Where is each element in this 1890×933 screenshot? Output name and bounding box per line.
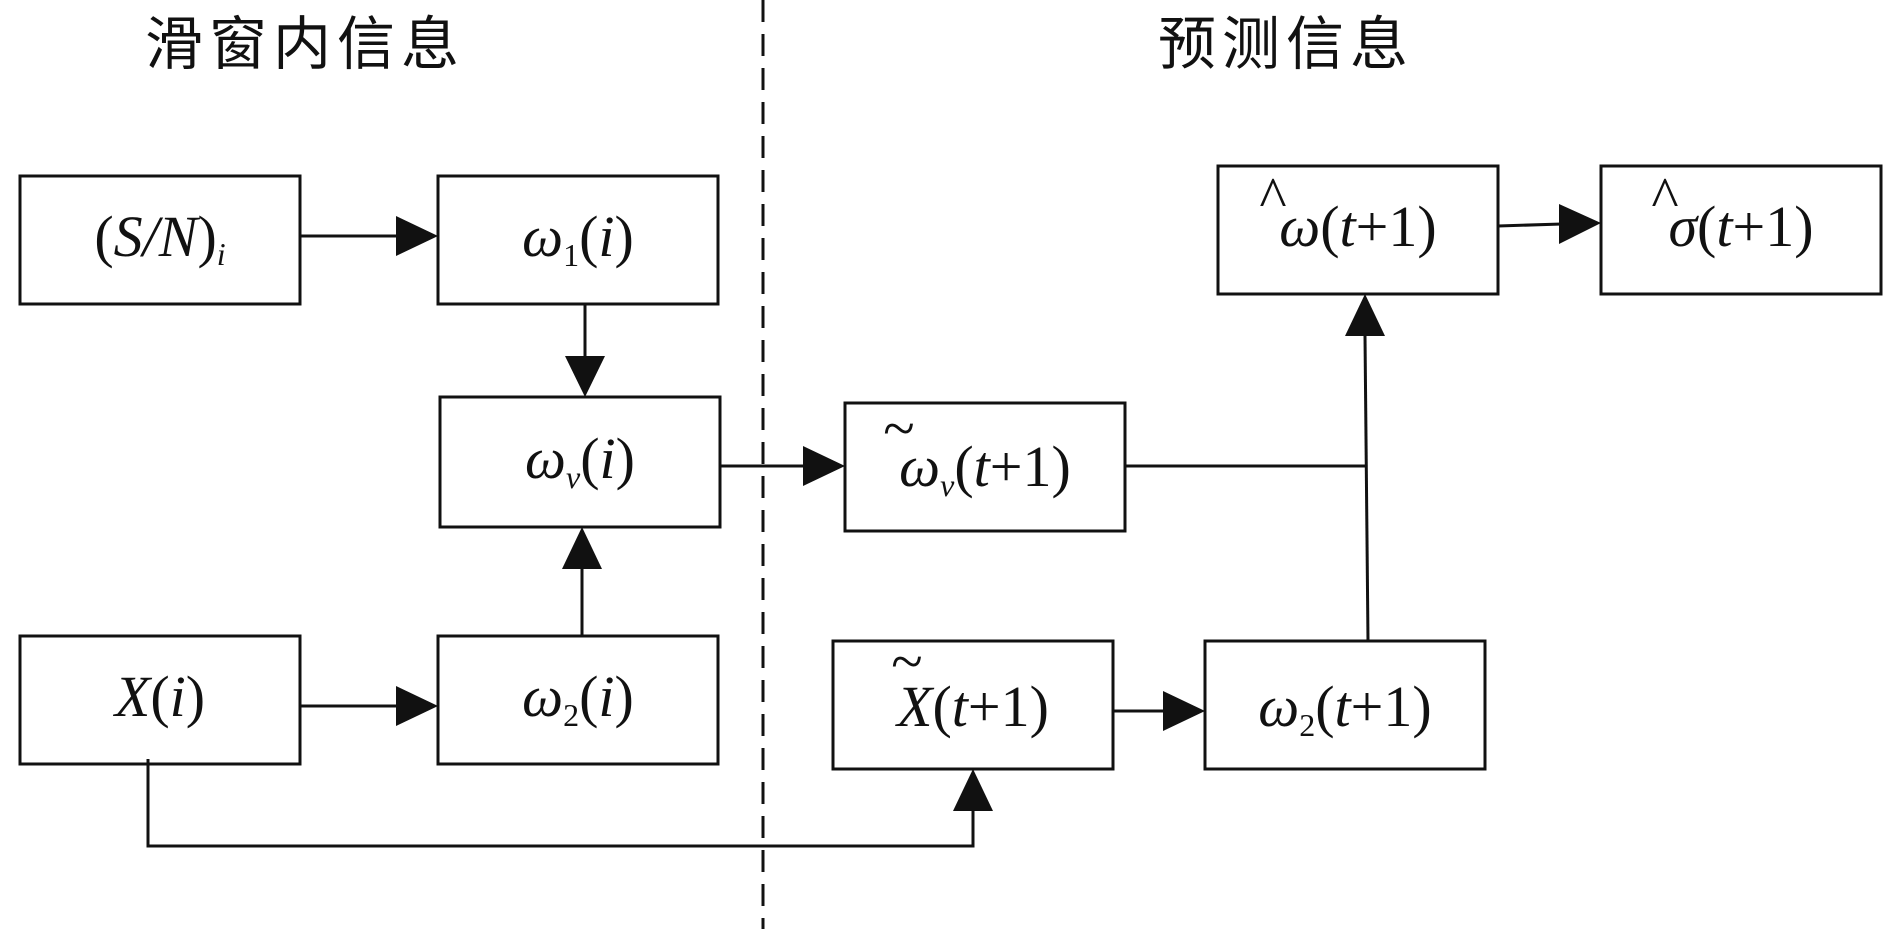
node-box-wv-pred <box>843 401 1127 533</box>
node-box-w2-pred <box>1203 639 1487 771</box>
edge-w2-pred-to-w-hat <box>1363 335 1370 642</box>
node-box-wv <box>438 395 722 529</box>
node-label-wv-pred: ωv(t+1) <box>899 434 1071 503</box>
node-label-sn: (S/N)i <box>94 204 225 272</box>
node-label-w2: ω2(i) <box>522 664 634 733</box>
node-box-w2 <box>436 634 720 766</box>
node-box-w1 <box>436 174 720 306</box>
accent-tilde-x-pred: ~ <box>891 629 922 694</box>
arrowhead-w2-to-wv <box>562 527 602 569</box>
section-title-sliding-window: 滑窗内信息 <box>145 10 466 78</box>
node-label-w1: ω1(i) <box>522 204 634 273</box>
node-label-x: X(i) <box>113 664 205 729</box>
arrowhead-x-to-w2 <box>396 686 438 726</box>
arrowhead-x-to-x-pred <box>953 769 993 811</box>
arrowhead-wv-to-wv-pred <box>803 446 845 486</box>
section-title-prediction: 预测信息 <box>1158 10 1415 78</box>
node-box-sigma-hat <box>1599 164 1883 296</box>
arrowhead-sn-to-w1 <box>396 216 438 256</box>
node-box-w-hat <box>1216 164 1500 296</box>
node-label-w-hat: ω(t+1) <box>1279 194 1436 259</box>
arrowhead-to-w-hat <box>1345 294 1385 336</box>
edge-w-hat-to-sigma-hat <box>1497 222 1563 228</box>
accent-hat-sigma-hat: ^ <box>1651 165 1678 230</box>
accent-hat-w-hat: ^ <box>1259 165 1286 230</box>
node-label-wv: ωv(i) <box>525 426 635 495</box>
edge-x-to-x-pred <box>146 759 975 848</box>
node-label-w2-pred: ω2(t+1) <box>1258 674 1431 743</box>
arrowhead-w1-to-wv <box>565 356 605 397</box>
node-label-x-pred: X(t+1) <box>895 674 1049 739</box>
arrowhead-x-pred-to-w2-pred <box>1163 691 1205 731</box>
node-box-x <box>18 634 302 766</box>
node-box-sn <box>18 174 302 306</box>
arrowhead-w-hat-to-sigma-hat <box>1559 204 1601 244</box>
node-label-sigma-hat: σ(t+1) <box>1668 194 1813 259</box>
accent-tilde-wv-pred: ~ <box>883 396 914 461</box>
